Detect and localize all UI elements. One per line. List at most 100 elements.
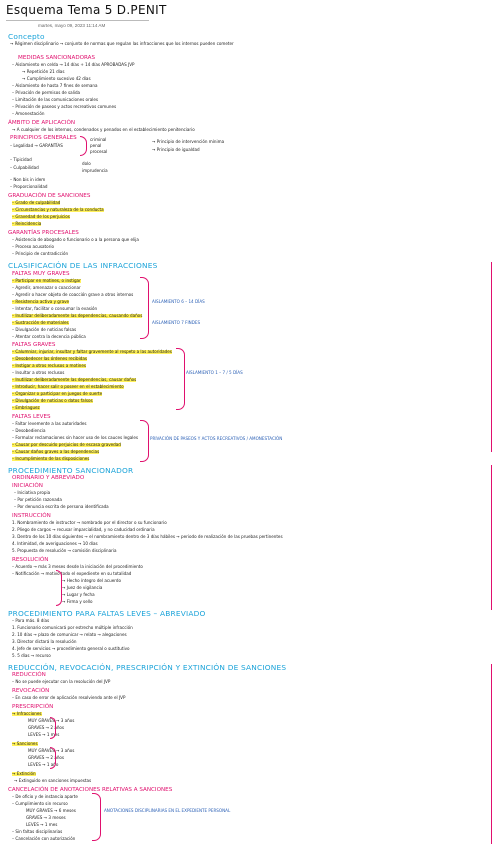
note-line: – Sustracción de materiales — [12, 320, 69, 326]
note-line: – Cancelación con autorización — [12, 836, 76, 841]
note-line: – Privación de paseos y actos recreativo… — [12, 104, 117, 109]
note-line: – Embriaguez — [12, 405, 40, 411]
subsection-heading: FALTAS GRAVES — [12, 342, 56, 348]
note-line: GRAVES → 2 años — [28, 755, 65, 760]
note-line: → Infracciones — [12, 711, 42, 717]
note-line: → Firma y sello — [62, 599, 93, 604]
note-line: procesal — [90, 149, 108, 154]
note-line: – Divulgación de noticias o datos falsos — [12, 398, 93, 404]
note-line: – Instigar a otros reclusos a motines — [12, 363, 87, 369]
bracket-graves — [176, 348, 185, 410]
note-line: – Para más. 8 días — [12, 618, 50, 623]
note-line: dolo — [82, 161, 91, 166]
note-line: – Aislamiento en celda → 14 días + 14 dí… — [12, 62, 135, 67]
note-line: – Desobediencia — [12, 428, 46, 433]
section-heading: CLASIFICACIÓN DE LAS INFRACCIONES — [8, 261, 158, 270]
note-line: 3. Dentro de los 10 días siguientes → el… — [12, 534, 283, 539]
bracket-muy-graves — [140, 277, 149, 339]
bracket-garantias — [80, 136, 87, 156]
note-line: 2. Pliego de cargos → recusar imparciali… — [12, 527, 155, 532]
note-line: – Resistencia activa y grave — [12, 299, 70, 305]
note-line: – Proporcionalidad — [10, 184, 48, 189]
note-line: → Extinción — [12, 771, 36, 777]
subsection-heading: REVOCACIÓN — [12, 688, 50, 694]
note-line: GRAVES → 2 años — [28, 725, 65, 730]
note-line: → Cumplimiento sucesivo 42 días — [22, 76, 91, 81]
note-line: – Tipicidad — [10, 157, 32, 162]
note-line: → Hecho íntegro del acuerdo — [62, 578, 121, 583]
note-line: – Atentar contra la decencia pública — [12, 334, 86, 339]
subsection-heading: GRADUACIÓN DE SANCIONES — [8, 193, 91, 199]
note-line: imprudencia — [82, 168, 108, 173]
page-title: Esquema Tema 5 D.PENIT — [6, 3, 167, 17]
note-line: – Por petición razonada — [14, 497, 62, 502]
note-line: → Principio de igualdad — [152, 147, 200, 152]
note-line: – Calumniar, injuriar, insultar y faltar… — [12, 349, 172, 355]
title-divider — [6, 20, 149, 21]
subsection-heading: GARANTÍAS PROCESALES — [8, 230, 79, 236]
note-line: – En caso de error de aplicación resolvi… — [12, 695, 126, 700]
note-line: → Principio de intervención mínima — [152, 139, 225, 144]
note-line: – No se puede ejecutar con la resolución… — [12, 679, 111, 684]
note-line: – Formular reclamaciones sin hacer uso d… — [12, 435, 138, 440]
note-line: – Culpabilidad — [10, 165, 39, 170]
subsection-heading: PRINCIPIOS GENERALES — [10, 135, 77, 141]
note-line: 5. Propuesta de resolución → comisión di… — [12, 548, 117, 553]
note-line: GRAVES → 3 meses — [26, 815, 66, 820]
section-heading: Concepto — [8, 32, 45, 41]
note-line: – Amonestación — [12, 111, 45, 116]
note-line: → Lugar y fecha — [62, 592, 95, 597]
section-heading: REDUCCIÓN, REVOCACIÓN, PRESCRIPCIÓN Y EX… — [8, 663, 287, 672]
note-line: – Agredir, amenazar o coaccionar — [12, 285, 81, 290]
subsection-heading: FALTAS MUY GRAVES — [12, 271, 70, 277]
note-line: MUY GRAVES → 6 meses — [26, 808, 76, 813]
note-line: – Privación de permisos de salida — [12, 90, 81, 95]
note-line: – Causar por descuido perjuicios de esca… — [12, 442, 121, 448]
note-line: → A cualquier de los internos, condenado… — [12, 127, 195, 132]
note-line: – De oficio y de instancia aparte — [12, 794, 78, 799]
margin-marker-2 — [491, 465, 492, 610]
bracket-cancelacion — [92, 793, 101, 841]
note-line: – Participar en motines, o instigar — [12, 278, 81, 284]
subsection-heading: REDUCCIÓN — [12, 672, 46, 678]
note-line: → Régimen disciplinario → conjunto de no… — [10, 41, 234, 46]
margin-marker-1 — [491, 262, 492, 452]
note-line: – Aislamiento de hasta 7 fines de semana — [12, 83, 98, 88]
bracket-prescripcion-infr — [50, 717, 56, 739]
note-line: 4. Jefe de servicios → procedimiento gen… — [12, 646, 130, 651]
note-line: → Repetición 21 días — [22, 69, 65, 74]
note-line: – Causar daños graves a las dependencias — [12, 449, 100, 455]
margin-marker-3 — [491, 664, 492, 844]
note-line: – Desobedecer las órdenes recibidas — [12, 356, 87, 362]
note-line: → Extinguido en sanciones impuestas — [14, 778, 92, 783]
note-line: – Gravedad de los perjuicios — [12, 214, 70, 220]
note-line: 5. 5 días → recurso — [12, 653, 51, 658]
note-line: – Proceso acusatorio — [12, 244, 54, 249]
subsection-heading: CANCELACIÓN DE ANOTACIONES RELATIVAS A S… — [8, 787, 173, 793]
subsection-heading: FALTAS LEVES — [12, 414, 51, 420]
subsection-heading: PRESCRIPCIÓN — [12, 704, 54, 710]
note-line: – Non bis in idem — [10, 177, 46, 182]
bracket-leves — [140, 420, 149, 462]
note-line: – Inutilizar deliberadamente las depende… — [12, 377, 137, 383]
note-line: AISLAMIENTO 7 FINDES — [152, 320, 201, 325]
note-line: → Sanciones — [12, 741, 38, 747]
note-line: – Cumplimiento sin recurso — [12, 801, 68, 806]
note-line: PRIVACIÓN DE PASEOS Y ACTOS RECREATIVOS … — [150, 436, 283, 441]
subsection-heading: MEDIDAS SANCIONADORAS — [18, 55, 96, 61]
note-line: – Grado de culpabilidad — [12, 200, 61, 206]
note-line: 1. Nombramiento de instructor → nombrado… — [12, 520, 167, 525]
note-line: LEVES → 1 mes — [26, 822, 58, 827]
note-line: criminal — [90, 137, 107, 142]
note-line: – Divulgación de noticias falsas — [12, 327, 77, 332]
section-heading: PROCEDIMIENTO PARA FALTAS LEVES – ABREVI… — [8, 609, 206, 618]
note-line: – Faltar levemente a las autoridades — [12, 421, 87, 426]
note-line: – Inutilizar deliberadamente las depende… — [12, 313, 143, 319]
note-line: 1. Funcionario comunicará por estrecho m… — [12, 625, 133, 630]
subsection-heading: ÁMBITO DE APLICACIÓN — [8, 120, 76, 126]
subsection-heading: ORDINARIO Y ABREVIADO — [12, 475, 85, 481]
note-line: → Juez de vigilancia — [62, 585, 103, 590]
subsection-heading: INICIACIÓN — [12, 483, 43, 489]
section-heading: PROCEDIMIENTO SANCIONADOR — [8, 466, 134, 475]
